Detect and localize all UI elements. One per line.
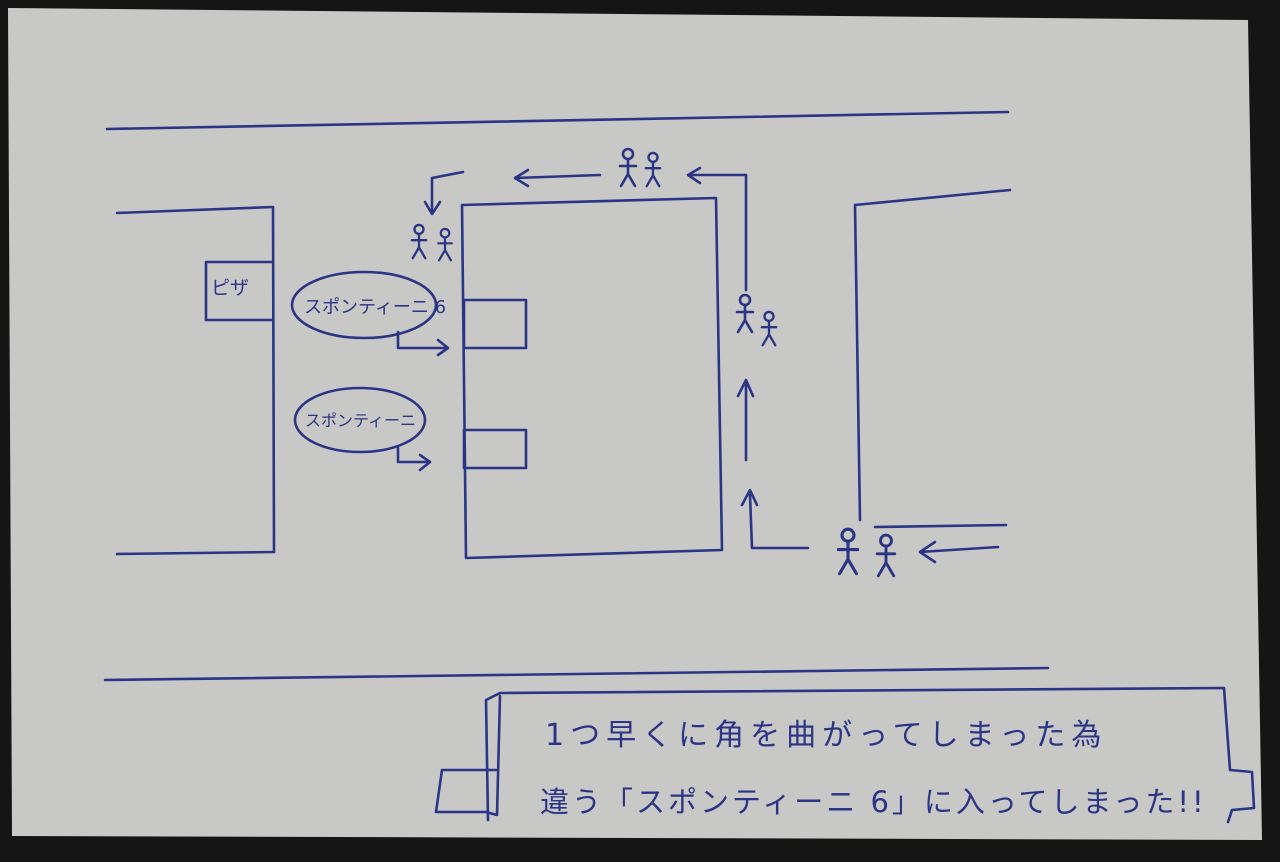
route — [423, 166, 1000, 564]
left-block — [115, 205, 276, 556]
arrow-up-icon — [740, 488, 810, 550]
caption-box: 1つ早くに角を曲がってしまった為 違う「スポンティーニ 6」に入ってしまった!! — [434, 686, 1256, 824]
pizza-label: ピザ — [211, 277, 249, 299]
top-road-edge — [105, 110, 1010, 131]
shop-correct-entrance — [462, 298, 528, 350]
right-block — [853, 188, 1012, 522]
arrow-right-icon — [396, 330, 450, 357]
arrow-up-icon — [736, 378, 755, 462]
pizza-shop: ピザ — [204, 260, 274, 322]
shop-correct-callout: スポンティーニ 6 — [290, 270, 450, 357]
right-sidewalk — [873, 523, 1008, 529]
bottom-road-edge — [103, 666, 1050, 682]
shop-other-entrance — [462, 428, 528, 470]
arrow-right-icon — [396, 446, 432, 472]
roads — [103, 110, 1050, 682]
shop-other-label: スポンティーニ — [305, 411, 416, 430]
arrow-left-icon — [918, 540, 1000, 564]
arrow-path-icon — [686, 166, 748, 292]
arrow-left-icon — [513, 168, 602, 188]
arrow-down-icon — [423, 170, 465, 216]
caption-line-1: 1つ早くに角を曲がってしまった為 — [545, 718, 1107, 753]
caption-line-2: 違う「スポンティーニ 6」に入ってしまった!! — [540, 785, 1207, 819]
shop-other-callout: スポンティーニ — [293, 386, 432, 472]
shop-correct-label: スポンティーニ 6 — [304, 297, 446, 318]
paper-sheet — [8, 8, 1262, 840]
